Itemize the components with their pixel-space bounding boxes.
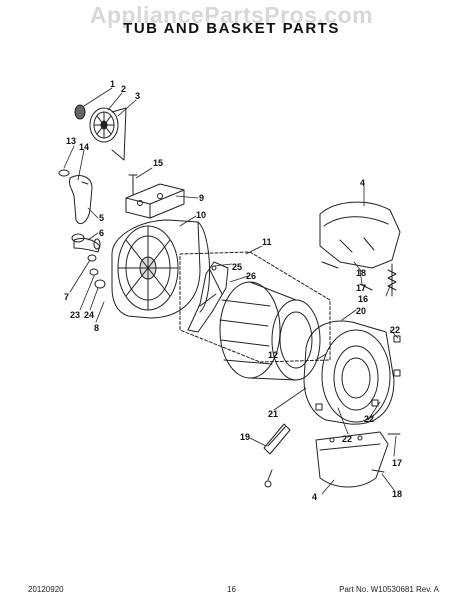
callout-9: 9 — [199, 193, 204, 203]
footer-page-number: 16 — [227, 585, 236, 594]
footer-date: 20120920 — [28, 585, 64, 594]
callout-13: 13 — [66, 136, 76, 146]
callout-1: 1 — [110, 79, 115, 89]
callout-3: 3 — [135, 91, 140, 101]
callout-11: 11 — [262, 237, 272, 247]
upper-bolts-icon — [321, 261, 373, 291]
lower-counterweight-icon — [315, 431, 389, 488]
callout-15: 15 — [153, 158, 163, 168]
callout-18-upper: 18 — [356, 268, 366, 278]
callout-4-upper: 4 — [360, 178, 365, 188]
callout-24: 24 — [84, 310, 94, 320]
callout-5: 5 — [99, 213, 104, 223]
callout-20: 20 — [356, 306, 366, 316]
callout-22-bottom: 22 — [342, 434, 352, 444]
callout-10: 10 — [196, 210, 206, 220]
gasket-icon — [87, 254, 106, 289]
callout-7: 7 — [64, 292, 69, 302]
upper-counterweight-icon — [319, 201, 401, 269]
callout-22-mid: 22 — [364, 414, 374, 424]
callout-22-right: 22 — [390, 325, 400, 335]
bracket-icon — [125, 183, 185, 219]
pulley-icon — [74, 104, 127, 161]
callout-19: 19 — [240, 432, 250, 442]
callout-16: 16 — [358, 294, 368, 304]
hose-icon — [58, 169, 101, 253]
callout-26: 26 — [246, 271, 256, 281]
callout-17-lower: 17 — [392, 458, 402, 468]
callout-2: 2 — [121, 84, 126, 94]
leader-lines — [63, 87, 399, 495]
footer-part-number: Part No. W10530681 Rev. A — [339, 585, 439, 594]
callout-6: 6 — [99, 228, 104, 238]
callout-25: 25 — [232, 262, 242, 272]
callout-14: 14 — [79, 142, 89, 152]
callout-4-lower: 4 — [312, 492, 317, 502]
front-tub-icon — [303, 320, 401, 425]
bolt-icon — [128, 174, 138, 196]
page-title: TUB AND BASKET PARTS — [123, 20, 340, 37]
lower-damper-icon — [263, 423, 291, 488]
basket-icon — [219, 281, 321, 381]
spider-icon — [187, 261, 229, 333]
callout-23: 23 — [70, 310, 80, 320]
callout-8: 8 — [94, 323, 99, 333]
damper-icon — [387, 263, 397, 297]
watermark: AppliancePartsPros.com — [89, 2, 374, 28]
rear-tub-icon — [111, 219, 211, 319]
lower-bolts-icon — [371, 433, 401, 473]
callout-12: 12 — [268, 350, 278, 360]
callout-18-lower: 18 — [392, 489, 402, 499]
callout-21: 21 — [268, 409, 278, 419]
basket-assembly-box — [179, 251, 331, 363]
callout-17-upper: 17 — [356, 283, 366, 293]
callout-labels: 1 2 3 13 14 5 6 7 23 24 8 15 9 10 11 25 … — [64, 79, 402, 502]
